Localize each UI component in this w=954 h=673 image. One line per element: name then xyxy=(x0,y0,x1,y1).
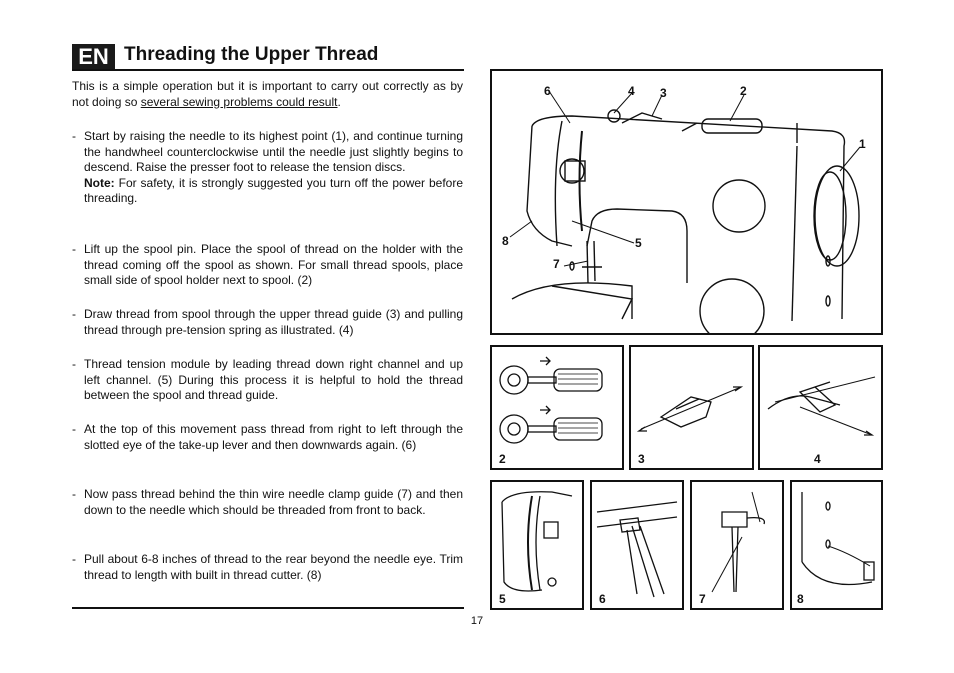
panel-label-8: 8 xyxy=(797,592,804,606)
panel-label-2: 2 xyxy=(499,452,506,466)
step-5: - At the top of this movement pass threa… xyxy=(72,422,463,452)
callout-2: 2 xyxy=(740,84,747,98)
safety-note: Note: For safety, it is strongly suggest… xyxy=(84,175,463,206)
panel-label-5: 5 xyxy=(499,592,506,606)
detail-panel-spool: 2 xyxy=(490,345,624,470)
detail-panel-tension-channel: 5 xyxy=(490,480,584,610)
section-header: EN Threading the Upper Thread xyxy=(72,44,464,70)
intro-paragraph: This is a simple operation but it is imp… xyxy=(72,79,463,109)
step-1: - Start by raising the needle to its hig… xyxy=(72,129,463,206)
detail-panel-pretension-spring: 4 xyxy=(758,345,883,470)
step-6: - Now pass thread behind the thin wire n… xyxy=(72,487,463,517)
callout-6: 6 xyxy=(544,84,551,98)
panel-label-3: 3 xyxy=(638,452,645,466)
header-rule xyxy=(72,69,464,71)
detail-panel-take-up-lever: 6 xyxy=(590,480,684,610)
step-7: - Pull about 6-8 inches of thread to the… xyxy=(72,552,463,582)
detail-panel-needle-clamp: 7 xyxy=(690,480,784,610)
callout-8: 8 xyxy=(502,234,509,248)
detail-panel-thread-guide: 3 xyxy=(629,345,754,470)
callout-4: 4 xyxy=(628,84,635,98)
callout-7: 7 xyxy=(553,257,560,271)
page-title: Threading the Upper Thread xyxy=(124,44,379,65)
callout-1: 1 xyxy=(859,137,866,151)
step-4: - Thread tension module by leading threa… xyxy=(72,357,463,403)
main-machine-illustration: 6 4 3 2 1 8 5 7 xyxy=(490,69,883,335)
footer-rule xyxy=(72,607,464,609)
callout-5: 5 xyxy=(635,236,642,250)
step-3: - Draw thread from spool through the upp… xyxy=(72,307,463,337)
language-badge: EN xyxy=(72,44,115,69)
panel-label-7: 7 xyxy=(699,592,706,606)
step-2: - Lift up the spool pin. Place the spool… xyxy=(72,242,463,288)
panel-label-4: 4 xyxy=(814,452,821,466)
detail-panel-thread-cutter: 8 xyxy=(790,480,883,610)
panel-label-6: 6 xyxy=(599,592,606,606)
page-number: 17 xyxy=(470,615,484,627)
callout-3: 3 xyxy=(660,86,667,100)
